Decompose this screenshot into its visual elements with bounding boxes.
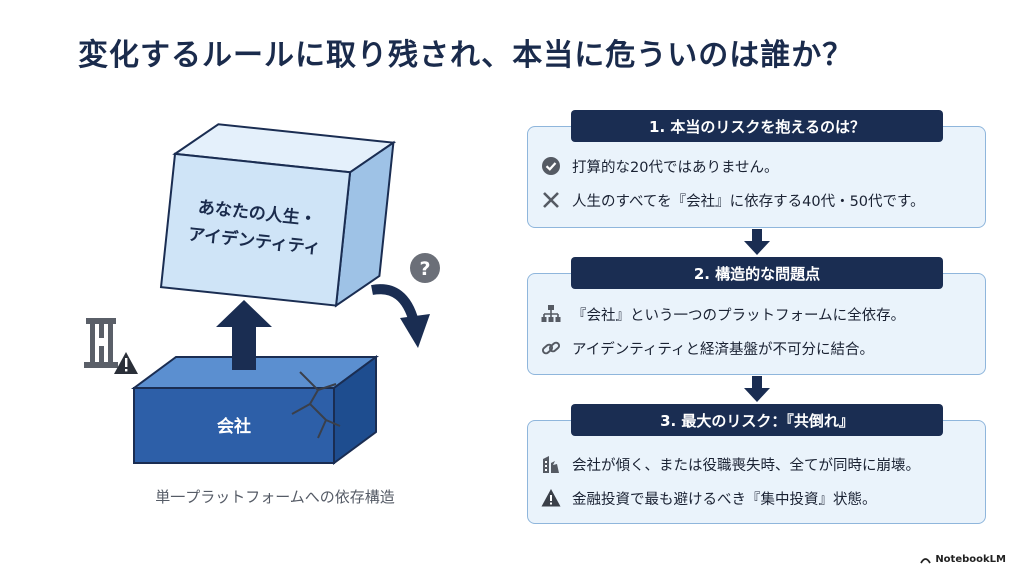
section-3-item-2-text: 金融投資で最も避けるべき『集中投資』状態。 [572, 491, 877, 508]
section-2-header: 2. 構造的な問題点 [571, 257, 943, 289]
notebooklm-logo-icon [920, 558, 932, 564]
section-1-item-1-text: 打算的な20代ではありません。 [572, 159, 779, 176]
chain-link-icon [540, 337, 562, 359]
section-3-item-2: 金融投資で最も避けるべき『集中投資』状態。 [540, 486, 980, 510]
section-3-panel [527, 420, 986, 524]
collapsing-building-icon [540, 453, 562, 475]
flow-arrow-1-icon [744, 229, 770, 255]
section-2-item-2: アイデンティティと経済基盤が不可分に結合。 [540, 336, 980, 360]
section-1-item-2-text: 人生のすべてを『会社』に依存する40代・50代です。 [572, 193, 925, 210]
falling-arrow-icon [371, 284, 430, 348]
section-3-header: 3. 最大のリスク：『共倒れ』 [571, 404, 943, 436]
check-circle-icon [540, 155, 562, 177]
section-3-item-1: 会社が傾く、または役職喪失時、全てが同時に崩壊。 [540, 452, 980, 476]
flow-arrow-2-icon [744, 376, 770, 402]
warning-triangle-icon [540, 487, 562, 509]
company-base-box: 会社 [130, 355, 380, 465]
illustration-caption: 単一プラットフォームへの依存構造 [155, 488, 395, 506]
broken-pillar-warning-icon [84, 318, 138, 374]
crack-mark [291, 371, 341, 439]
section-2-item-1-text: 『会社』という一つのプラットフォームに全依存。 [572, 307, 906, 324]
question-icon: ? [410, 253, 440, 283]
identity-box: あなたの人生・ アイデンティティ [159, 123, 397, 308]
hierarchy-icon [540, 303, 562, 325]
company-label: 会社 [217, 416, 251, 437]
section-1-item-2: 人生のすべてを『会社』に依存する40代・50代です。 [540, 188, 980, 212]
up-arrow-icon [216, 300, 272, 370]
section-1-panel [527, 126, 986, 228]
page-title: 変化するルールに取り残され、本当に危ういのは誰か？ [78, 38, 854, 73]
section-2-item-1: 『会社』という一つのプラットフォームに全依存。 [540, 302, 980, 326]
svg-text:?: ? [419, 258, 430, 280]
brand-label: NotebookLM [935, 554, 1006, 565]
section-3-item-1-text: 会社が傾く、または役職喪失時、全てが同時に崩壊。 [572, 457, 920, 474]
notebooklm-watermark: NotebookLM [920, 554, 1006, 565]
section-1-item-1: 打算的な20代ではありません。 [540, 154, 980, 178]
x-mark-icon [540, 189, 562, 211]
section-2-item-2-text: アイデンティティと経済基盤が不可分に結合。 [572, 341, 875, 358]
section-1-header: 1. 本当のリスクを抱えるのは？ [571, 110, 943, 142]
dependency-illustration: 会社 あなたの人生・ アイデンティティ ? [84, 123, 440, 506]
